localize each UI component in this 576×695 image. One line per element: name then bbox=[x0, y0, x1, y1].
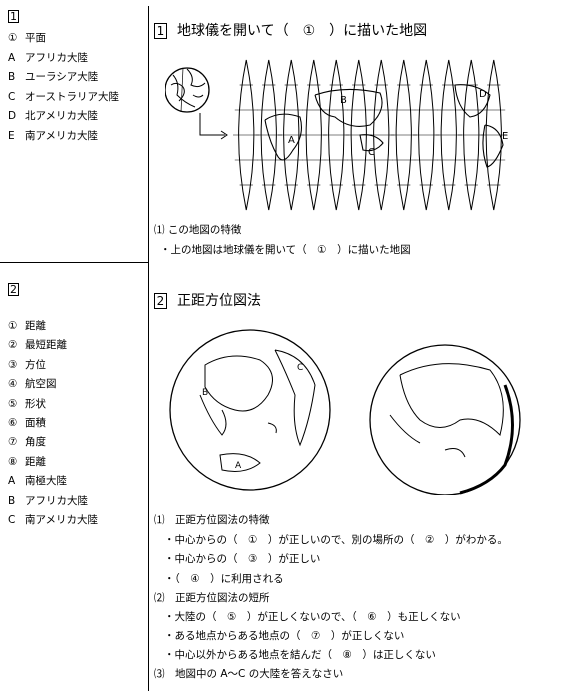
column-divider bbox=[148, 6, 149, 691]
answer-key: ① bbox=[8, 320, 18, 332]
answer-key: ⑤ bbox=[8, 397, 18, 410]
section-2-number: 2 bbox=[154, 293, 167, 309]
sidebar-section-1-answer-1: A アフリカ大陸 bbox=[8, 50, 88, 65]
answer-key: B bbox=[8, 71, 16, 83]
answer-key: ④ bbox=[8, 378, 18, 391]
sidebar-section-2-answer-8: A 南極大陸 bbox=[8, 473, 67, 488]
answer-text: 南アメリカ大陸 bbox=[25, 129, 98, 142]
map-label-b: B bbox=[340, 95, 347, 106]
answer-key: C bbox=[8, 90, 16, 103]
answer-key: B bbox=[8, 494, 16, 507]
section-2-title: 2 正距方位図法 bbox=[154, 290, 261, 310]
azimuthal-map-right bbox=[369, 344, 521, 495]
answer-key: C bbox=[8, 514, 16, 526]
sidebar-section-2-number: 2 bbox=[8, 283, 19, 296]
gore-map-figure: A B C D E bbox=[165, 59, 508, 211]
sidebar-section-2-answer-3: ④ 航空図 bbox=[8, 376, 57, 391]
answer-text: 距離 bbox=[25, 320, 46, 332]
answer-key: ③ bbox=[8, 358, 18, 371]
sidebar-section-2-answer-1: ② 最短距離 bbox=[8, 337, 67, 352]
sidebar-section-1-answer-0: ① 平面 bbox=[8, 30, 46, 45]
azimuthal-label-b: B bbox=[202, 388, 208, 398]
sidebar-section-2-answer-9: B アフリカ大陸 bbox=[8, 493, 88, 508]
sidebar-section-1-number: 1 bbox=[8, 10, 19, 23]
answer-key: D bbox=[8, 110, 17, 122]
section-2-line-6: ・ある地点からある地点の（ ⑦ ）が正しくない bbox=[164, 630, 405, 642]
answer-key: A bbox=[8, 475, 16, 488]
answer-text: 南アメリカ大陸 bbox=[25, 514, 98, 526]
answer-key: E bbox=[8, 129, 15, 142]
answer-text: 距離 bbox=[25, 455, 46, 468]
azimuthal-map-left: A B C bbox=[169, 329, 331, 491]
sidebar-section-1-answer-5: E 南アメリカ大陸 bbox=[8, 128, 98, 143]
answer-text: 方位 bbox=[25, 358, 46, 371]
answer-text: 航空図 bbox=[25, 378, 57, 391]
answer-key: ⑧ bbox=[8, 455, 18, 468]
section-2-line-8: ⑶ 地図中の A～C の大陸を答えなさい bbox=[154, 668, 344, 680]
map-label-c: C bbox=[368, 147, 375, 158]
map-label-d: D bbox=[479, 89, 487, 100]
globe-icon bbox=[165, 67, 210, 113]
sidebar-section-2-answer-4: ⑤ 形状 bbox=[8, 396, 46, 411]
answer-key: ⑥ bbox=[8, 417, 18, 429]
sidebar-section-2-answer-6: ⑦ 角度 bbox=[8, 434, 46, 449]
answer-key: A bbox=[8, 51, 16, 64]
sidebar-section-2-answer-5: ⑥ 面積 bbox=[8, 415, 46, 430]
section-2-title-text: 正距方位図法 bbox=[177, 293, 261, 309]
answer-key: ① bbox=[8, 32, 18, 44]
answer-text: 最短距離 bbox=[25, 339, 67, 352]
section-2-line-1: ・中心からの（ ① ）が正しいので、別の場所の（ ② ）がわかる。 bbox=[164, 534, 508, 546]
answer-text: 角度 bbox=[25, 436, 46, 449]
section-1-title: 1 地球儀を開いて（ ① ）に描いた地図 bbox=[154, 20, 427, 40]
answer-text: アフリカ大陸 bbox=[25, 494, 88, 507]
azimuthal-label-a: A bbox=[235, 461, 242, 471]
answer-text: 北アメリカ大陸 bbox=[25, 110, 98, 122]
section-1-question-1-line: ・上の地図は地球儀を開いて（ ① ）に描いた地図 bbox=[160, 244, 411, 256]
answer-key: ② bbox=[8, 339, 18, 352]
sidebar-section-2-answer-7: ⑧ 距離 bbox=[8, 454, 46, 469]
sidebar-section-1-answer-3: C オーストラリア大陸 bbox=[8, 89, 119, 104]
map-label-a: A bbox=[288, 135, 295, 146]
answer-text: 形状 bbox=[25, 397, 46, 410]
sidebar-section-1-answer-2: B ユーラシア大陸 bbox=[8, 69, 98, 84]
answer-text: 面積 bbox=[25, 417, 46, 429]
answer-key: ⑦ bbox=[8, 436, 18, 449]
azimuthal-label-c: C bbox=[297, 363, 303, 373]
section-2-line-7: ・中心以外からある地点を結んだ（ ⑧ ）は正しくない bbox=[164, 649, 436, 661]
section-2-line-2: ・中心からの（ ③ ）が正しい bbox=[164, 553, 321, 565]
answer-text: 南極大陸 bbox=[25, 475, 67, 488]
sidebar-section-2-answer-2: ③ 方位 bbox=[8, 357, 46, 372]
answer-text: 平面 bbox=[25, 32, 46, 44]
section-1-question-1: ⑴ この地図の特徴 bbox=[154, 224, 242, 236]
map-label-e: E bbox=[502, 131, 508, 142]
answer-text: アフリカ大陸 bbox=[25, 51, 88, 64]
answer-text: オーストラリア大陸 bbox=[25, 90, 119, 103]
section-2-line-3: ・（ ④ ）に利用される bbox=[164, 573, 284, 585]
arrow-icon bbox=[199, 113, 225, 136]
section-2-line-0: ⑴ 正距方位図法の特徴 bbox=[154, 514, 270, 526]
answer-text: ユーラシア大陸 bbox=[25, 71, 99, 83]
sidebar-section-1-answer-4: D 北アメリカ大陸 bbox=[8, 108, 98, 123]
sidebar-section-2-answer-0: ① 距離 bbox=[8, 318, 46, 333]
sidebar-separator bbox=[0, 262, 148, 263]
sidebar-section-2-answer-10: C 南アメリカ大陸 bbox=[8, 512, 98, 527]
section-2-line-5: ・大陸の（ ⑤ ）が正しくないので、（ ⑥ ）も正しくない bbox=[164, 611, 461, 623]
section-1-title-text: 地球儀を開いて（ ① ）に描いた地図 bbox=[177, 23, 428, 39]
azimuthal-maps-figure: A B C bbox=[169, 329, 521, 495]
section-1-number: 1 bbox=[154, 23, 167, 39]
section-2-line-4: ⑵ 正距方位図法の短所 bbox=[154, 592, 270, 604]
